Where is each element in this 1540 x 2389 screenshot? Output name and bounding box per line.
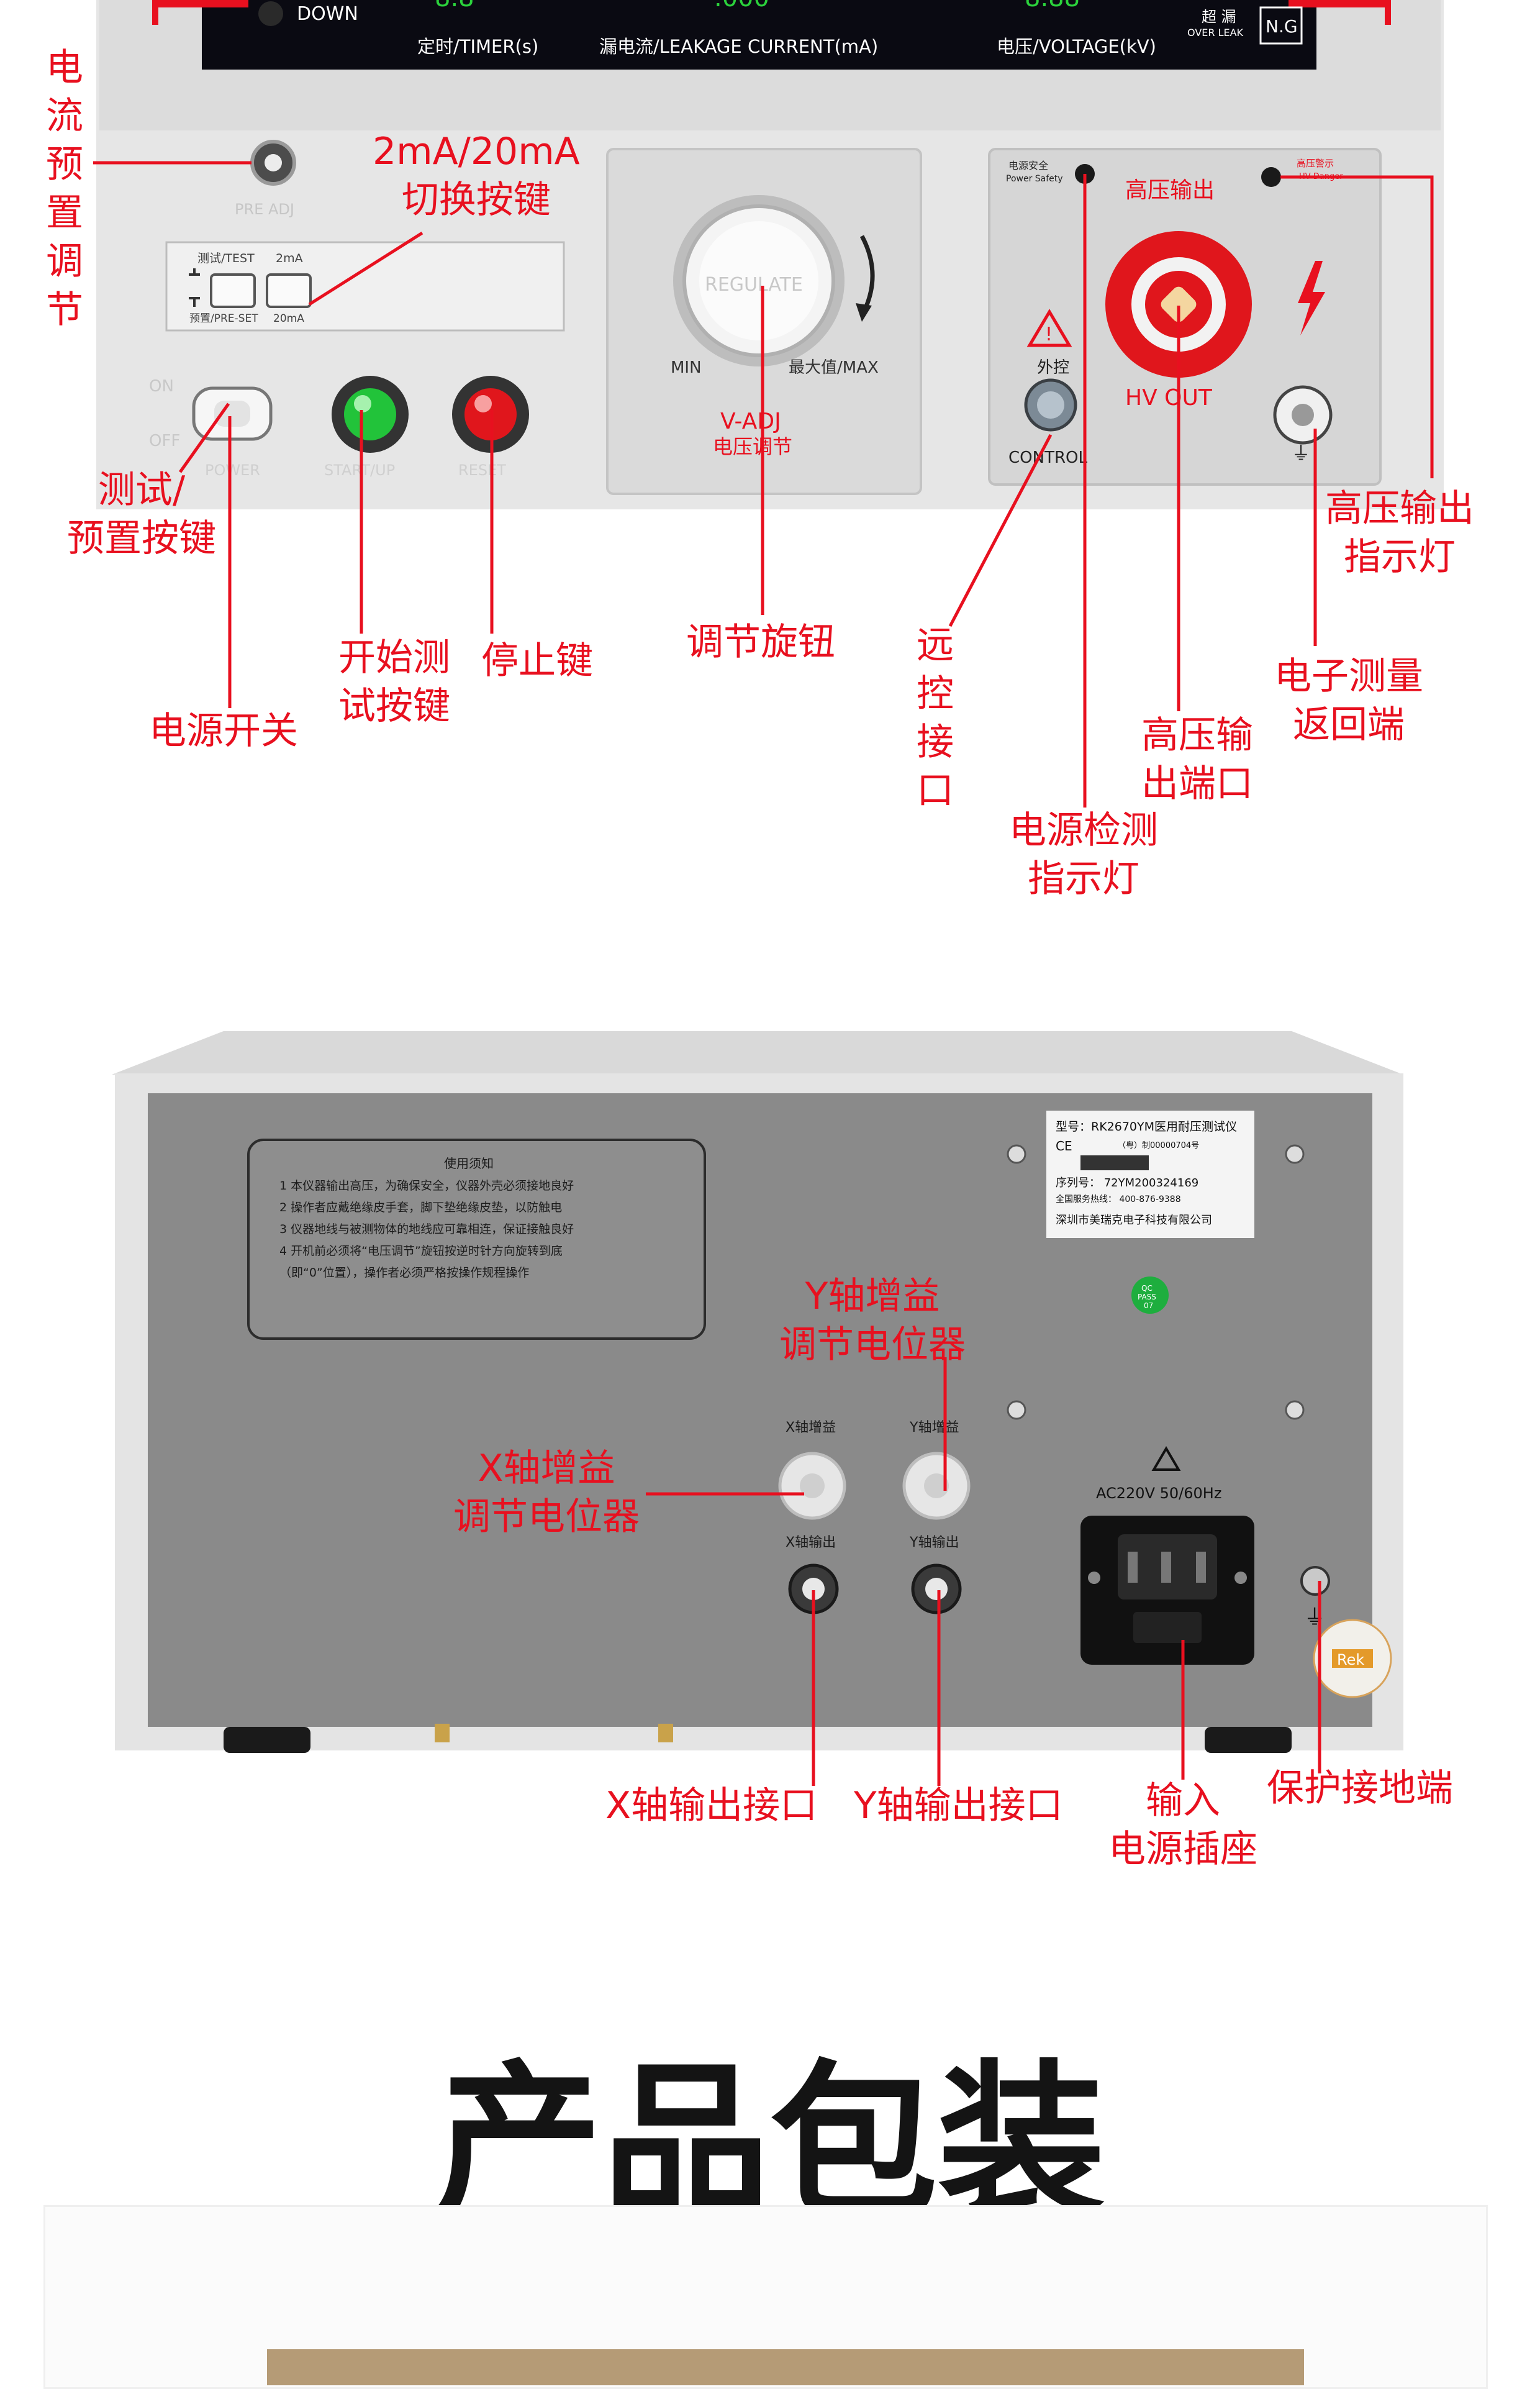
callout-power-switch: 电源开关 (149, 709, 298, 753)
callout-y-gain: Y轴增益 调节电位器 (779, 1275, 966, 1367)
pre-adj-label: PRE ADJ (235, 201, 294, 218)
test-preset-switch[interactable] (210, 273, 256, 308)
power-safety-en: Power Safety (1006, 174, 1063, 184)
svg-text:8.88: 8.88 (1025, 0, 1080, 12)
display-screen (202, 0, 1316, 70)
svg-text:⏚: ⏚ (1292, 443, 1310, 465)
min-label: MIN (671, 358, 702, 377)
over-leak-en: OVER LEAK (1187, 27, 1244, 39)
power-safety-cn: 电源安全 (1008, 160, 1048, 171)
svg-text:.000: .000 (714, 0, 769, 12)
screws (1007, 1144, 1305, 1420)
callout-y-out: Y轴输出接口 (854, 1784, 1063, 1827)
down-led (258, 1, 283, 26)
callout-power-indicator: 电源检测 指示灯 (1009, 809, 1158, 901)
svg-text:⏚: ⏚ (1304, 1605, 1325, 1630)
notice-line: 4 开机前必须将“电压调节”旋钮按逆时针方向旋转到底 (279, 1244, 563, 1258)
notice-title: 使用须知 (444, 1156, 494, 1171)
callout-x-gain: X轴增益 调节电位器 (453, 1447, 640, 1539)
rear-panel-photo: 使用须知 1 本仪器输出高压，为确保安全，仪器外壳必须接地良好 2 操作者应戴绝… (0, 1019, 1540, 1901)
control-label: CONTROL (1008, 448, 1087, 467)
ac-warning-icon (1151, 1446, 1181, 1471)
ng-label: N.G (1266, 16, 1298, 37)
label-serial: 序列号： 72YM200324169 (1056, 1176, 1198, 1190)
hv-output-cn: 高压输出 (1125, 178, 1215, 203)
callout-range-switch: 2mA/20mA 切换按键 (373, 130, 580, 222)
svg-text:PASS: PASS (1138, 1293, 1156, 1301)
power-label: POWER (205, 462, 260, 479)
start-button[interactable] (344, 388, 396, 440)
label-hotline: 全国服务热线： 400-876-9388 (1056, 1194, 1181, 1204)
svg-text:!: ! (1045, 324, 1053, 345)
ac-label: AC220V 50/60Hz (1096, 1485, 1221, 1502)
lightning-icon (1298, 261, 1325, 335)
vadj-cn-label: 电压调节 (713, 435, 792, 458)
chassis-top (112, 1031, 1403, 1075)
range-switch[interactable] (266, 273, 312, 308)
callout-current-preset: 电流预置调节 (46, 46, 83, 332)
notice-line: （即“0”位置），操作者必须严格按操作规程操作 (279, 1266, 529, 1280)
notice-box (247, 1139, 706, 1340)
hv-out-label: HV OUT (1125, 385, 1213, 411)
y-output-label: Y轴输出 (909, 1535, 959, 1550)
x-gain-label: X轴增益 (786, 1420, 836, 1436)
label-cert: （粤）制00000704号 (1118, 1140, 1199, 1150)
callout-power-socket: 输入 电源插座 (1108, 1779, 1257, 1871)
on-label: ON (149, 377, 174, 396)
callout-return-terminal: 电子测量 返回端 (1274, 655, 1423, 747)
voltage-label: 电压/VOLTAGE(kV) (997, 36, 1156, 57)
notice-line: 1 本仪器输出高压，为确保安全，仪器外壳必须接地良好 (279, 1179, 574, 1193)
switch-20ma-label: 20mA (273, 312, 304, 325)
notice-line: 2 操作者应戴绝缘皮手套，脚下垫绝缘皮垫，以防触电 (279, 1201, 562, 1214)
callout-x-out: X轴输出接口 (605, 1784, 818, 1827)
svg-text:07: 07 (1144, 1301, 1153, 1310)
front-callout-lines (93, 161, 1434, 808)
leakage-label: 漏电流/LEAKAGE CURRENT(mA) (599, 36, 878, 57)
callout-hv-indicator: 高压输出 指示灯 (1325, 487, 1474, 579)
switch-preset-label: 预置/PRE-SET (189, 312, 258, 325)
vadj-label: V-ADJ (720, 409, 781, 434)
label-model: 型号：RK2670YM医用耐压测试仪 (1056, 1120, 1237, 1134)
timer-label: 定时/TIMER(s) (417, 36, 538, 57)
rear-panel-svg: 使用须知 1 本仪器输出高压，为确保安全，仪器外壳必须接地良好 2 操作者应戴绝… (112, 1031, 1403, 1786)
x-output-label: X轴输出 (786, 1535, 836, 1550)
down-label: DOWN (297, 3, 358, 25)
label-company: 深圳市美瑞克电子科技有限公司 (1056, 1214, 1212, 1227)
svg-text:8.8: 8.8 (435, 0, 474, 12)
off-label: OFF (149, 432, 180, 450)
regulate-label: REGULATE (705, 274, 803, 296)
qc-pass-sticker (1131, 1276, 1169, 1314)
y-gain-label: Y轴增益 (909, 1420, 959, 1436)
warning-triangle-icon (1026, 309, 1072, 347)
product-label (1046, 1111, 1254, 1238)
seal-text: Rek (1337, 1651, 1364, 1668)
callout-start-button: 开始测 试按键 (338, 636, 450, 728)
hv-indicator-led (1261, 167, 1281, 187)
callout-adjust-knob: 调节旋钮 (686, 621, 835, 664)
switch-2ma-label: 2mA (276, 252, 303, 265)
callout-remote-port: 远控接口 (917, 624, 954, 812)
callout-stop-button: 停止键 (481, 639, 593, 683)
hv-danger-cn: 高压警示 (1297, 158, 1334, 169)
notice-line: 3 仪器地线与被测物体的地线应可靠相连，保证接触良好 (279, 1222, 574, 1236)
ground-terminal[interactable] (1300, 1566, 1330, 1596)
packaging-box-top (267, 2349, 1304, 2385)
external-control-cn: 外控 (1037, 358, 1069, 377)
start-label: START/UP (324, 462, 395, 479)
callout-ground: 保护接地端 (1267, 1767, 1453, 1810)
front-panel-svg: DOWN 8.8 .000 8.88 定时/TIMER(s) 漏电流/LEAKA… (93, 0, 1444, 808)
max-label: 最大值/MAX (789, 358, 879, 377)
callout-test-preset-button: 测试/ 预置按键 (67, 468, 216, 560)
callout-hv-port: 高压输 出端口 (1141, 714, 1253, 806)
label-ce: CE (1056, 1139, 1072, 1154)
svg-text:QC: QC (1141, 1284, 1153, 1293)
reset-label: RESET (458, 462, 506, 479)
over-leak-cn: 超 漏 (1202, 8, 1236, 25)
rear-callout-lines (646, 1357, 1321, 1786)
switch-test-label: 测试/TEST (197, 252, 255, 265)
front-panel-photo: DOWN 8.8 .000 8.88 定时/TIMER(s) 漏电流/LEAKA… (0, 0, 1540, 932)
